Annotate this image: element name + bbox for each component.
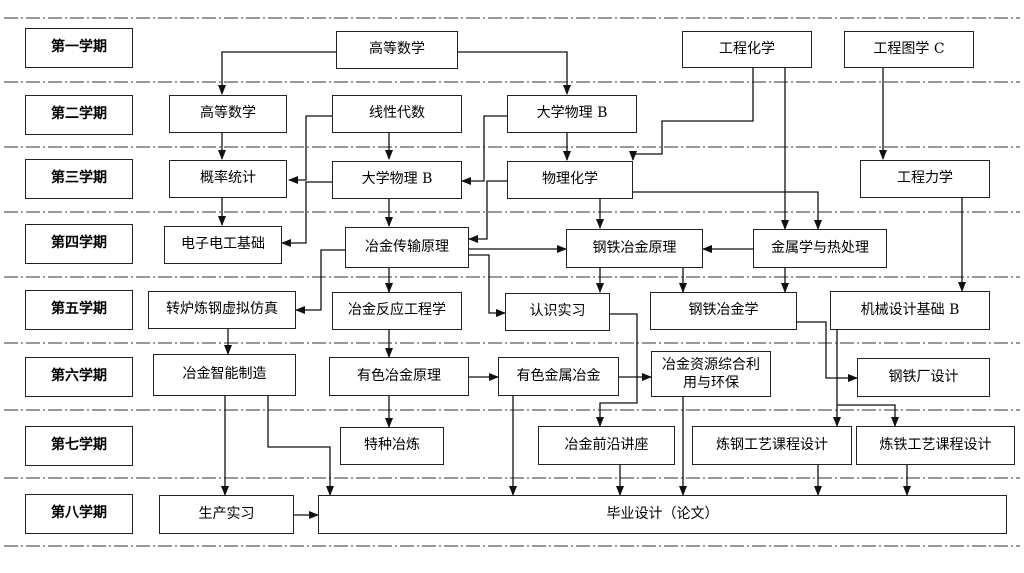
arrow-machine-ironmaking bbox=[837, 404, 899, 427]
arrow-intern-frontier bbox=[596, 313, 638, 427]
course-frontier-lectures: 冶金前沿讲座 bbox=[538, 426, 675, 465]
semester-label: 第五学期 bbox=[25, 290, 133, 330]
course-advanced-math-2: 高等数学 bbox=[169, 95, 287, 133]
semester-label: 第八学期 bbox=[25, 494, 133, 534]
course-nonferrous-metallurgy: 有色金属冶金 bbox=[498, 357, 619, 396]
semester-label: 第三学期 bbox=[25, 159, 133, 199]
course-graduation-thesis: 毕业设计（论文） bbox=[318, 495, 1007, 534]
semester-label: 第四学期 bbox=[25, 224, 133, 264]
arrow-smart-thesis bbox=[267, 396, 334, 496]
course-physics-b-3: 大学物理 B bbox=[332, 161, 462, 199]
arrow-pchem-trans bbox=[468, 180, 507, 243]
course-special-smelting: 特种冶炼 bbox=[340, 427, 444, 465]
course-production-internship: 生产实习 bbox=[159, 495, 294, 534]
arrow-linalg-prob bbox=[288, 115, 332, 184]
course-probability-statistics: 概率统计 bbox=[169, 160, 287, 198]
course-converter-simulation: 转炉炼钢虚拟仿真 bbox=[148, 291, 296, 329]
connectors bbox=[218, 51, 966, 519]
course-cognition-internship: 认识实习 bbox=[505, 293, 610, 331]
course-engineering-mechanics: 工程力学 bbox=[860, 160, 990, 198]
course-ironmaking-design: 炼铁工艺课程设计 bbox=[856, 426, 1015, 465]
course-resource-utilization-environment: 冶金资源综合利用与环保 bbox=[651, 351, 771, 397]
course-steel-plant-design: 钢铁厂设计 bbox=[857, 358, 990, 397]
course-linear-algebra: 线性代数 bbox=[332, 95, 462, 133]
semester-label: 第一学期 bbox=[25, 28, 133, 68]
semester-label: 第二学期 bbox=[25, 95, 133, 135]
arrow-steelmet-plant bbox=[797, 321, 858, 382]
course-electronics-basics: 电子电工基础 bbox=[164, 226, 282, 264]
course-intelligent-manufacturing: 冶金智能制造 bbox=[153, 354, 296, 396]
course-machine-design: 机械设计基础 B bbox=[830, 291, 990, 330]
course-physics-b-2: 大学物理 B bbox=[507, 95, 637, 133]
course-reaction-engineering: 冶金反应工程学 bbox=[332, 292, 462, 330]
course-metallography-heat-treatment: 金属学与热处理 bbox=[753, 229, 887, 268]
semester-dividers bbox=[4, 17, 1020, 547]
course-advanced-math-1: 高等数学 bbox=[336, 31, 458, 69]
course-engineering-drawing: 工程图学 C bbox=[844, 31, 974, 68]
arrow-pchem-metal bbox=[633, 191, 822, 230]
arrow-trans-intern bbox=[469, 254, 506, 317]
arrow-phys3-elec bbox=[281, 181, 332, 247]
course-engineering-chemistry: 工程化学 bbox=[682, 31, 812, 68]
course-ferrous-metallurgy-principles: 钢铁冶金原理 bbox=[566, 229, 703, 268]
arrow-math1-math2 bbox=[218, 51, 336, 95]
semester-label: 第七学期 bbox=[25, 426, 133, 466]
arrow-chem-pchem bbox=[629, 68, 754, 161]
course-steelmaking-design: 炼钢工艺课程设计 bbox=[692, 426, 852, 465]
course-ferrous-metallurgy: 钢铁冶金学 bbox=[650, 292, 797, 330]
arrow-trans-converter bbox=[295, 249, 345, 314]
arrow-math1-phys2 bbox=[458, 51, 571, 95]
arrow-phys2-phys3 bbox=[461, 115, 507, 185]
course-metallurgical-transport: 冶金传输原理 bbox=[345, 227, 469, 268]
course-nonferrous-principles: 有色冶金原理 bbox=[329, 357, 469, 396]
course-physical-chemistry: 物理化学 bbox=[507, 161, 633, 199]
semester-label: 第六学期 bbox=[25, 357, 133, 397]
